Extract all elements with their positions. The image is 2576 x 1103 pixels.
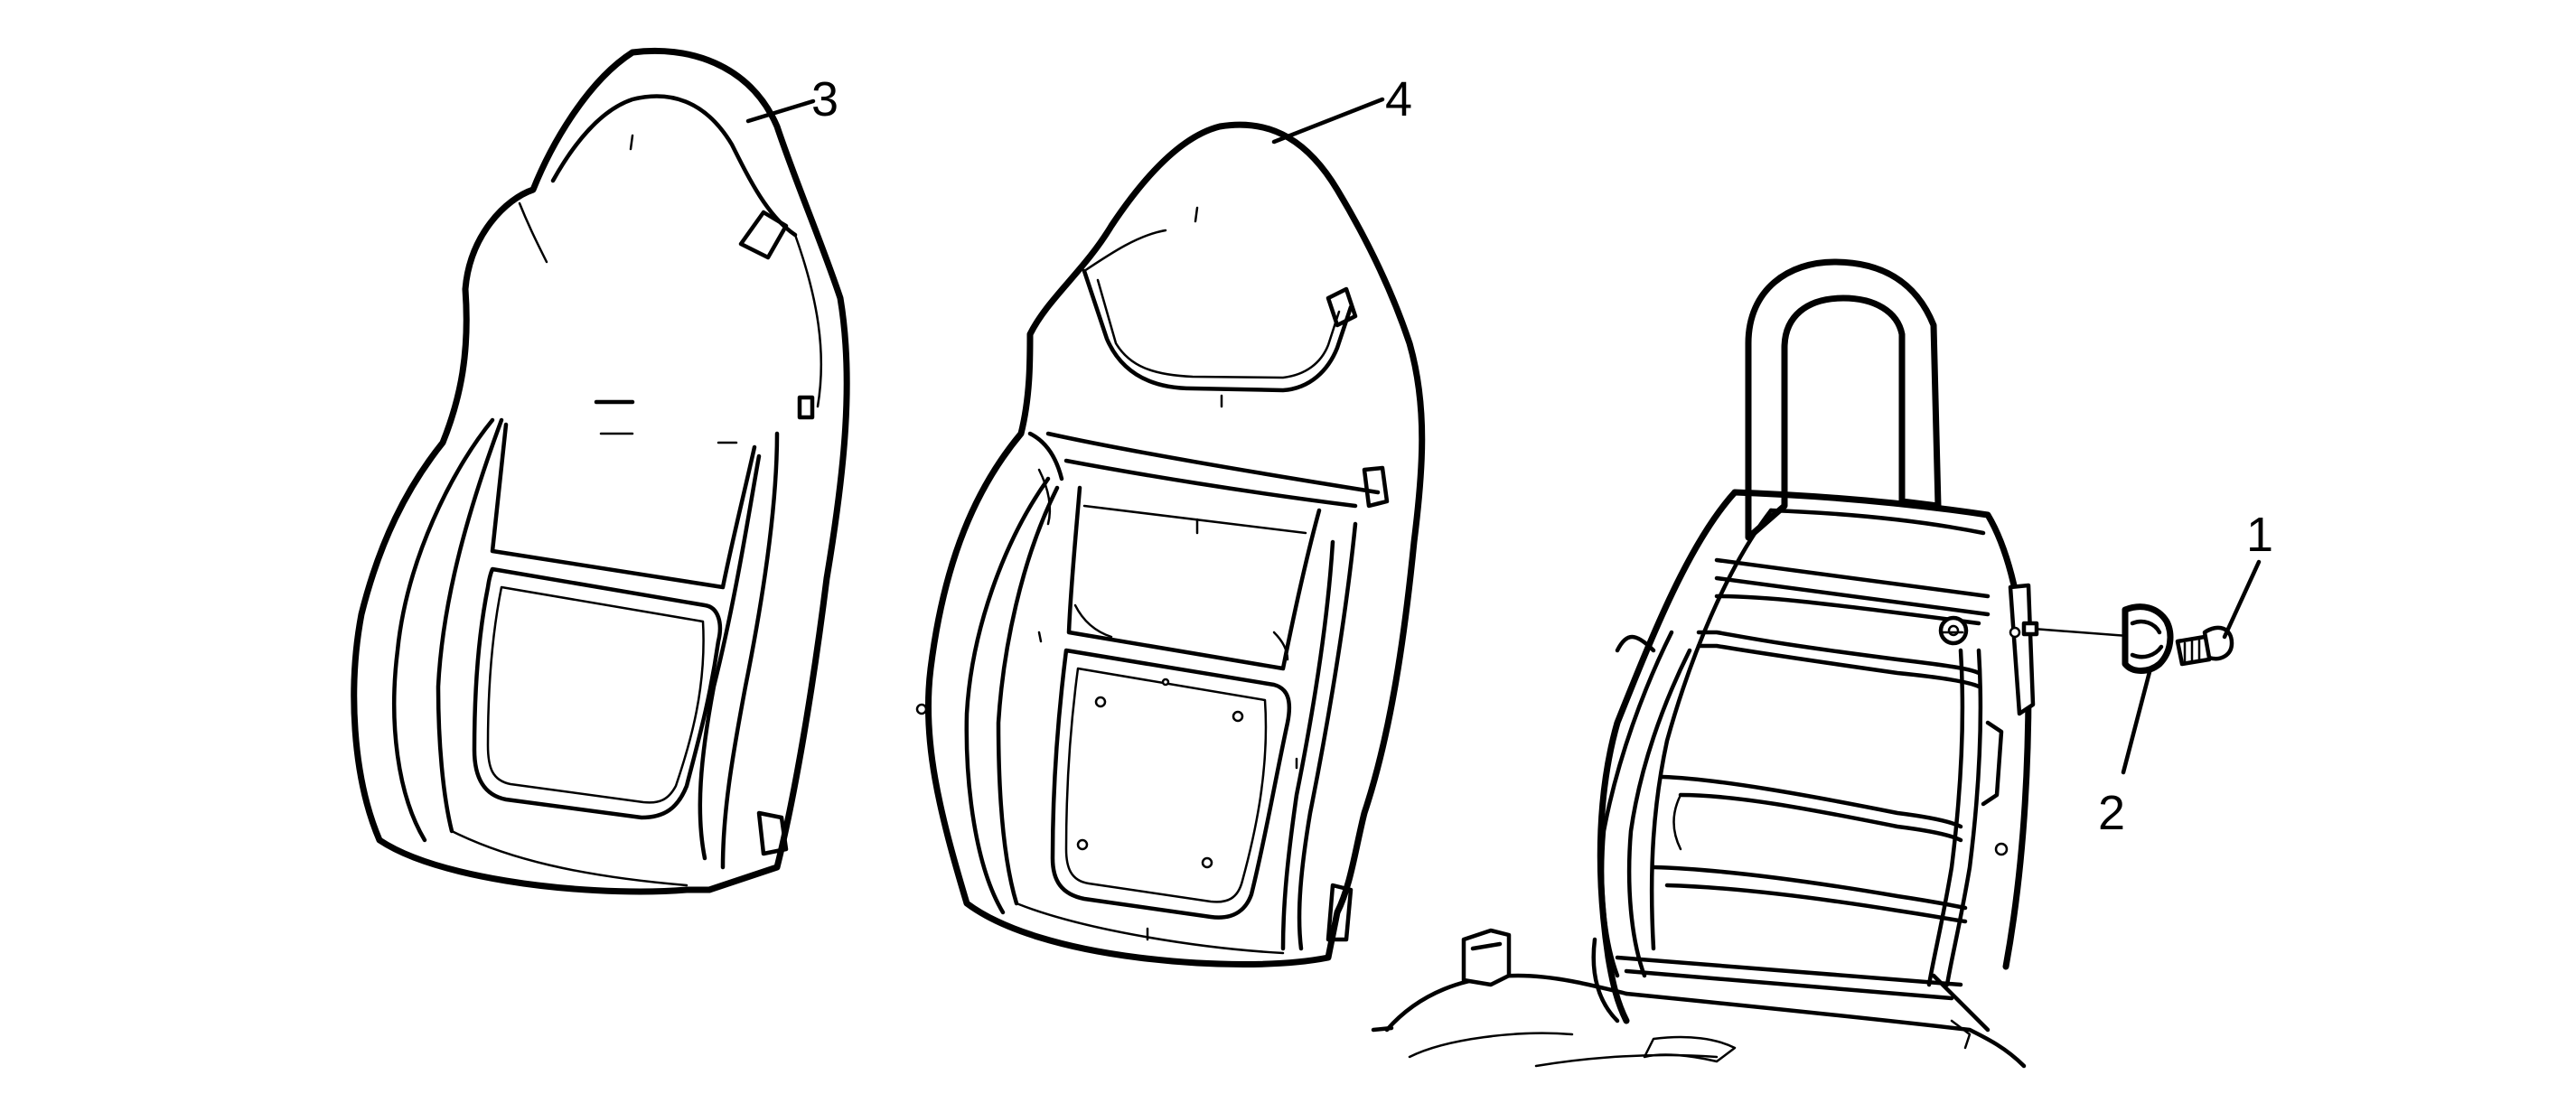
seat-back-pad-part-4 bbox=[915, 121, 1426, 967]
fastener-part-1 bbox=[2175, 625, 2234, 667]
recliner-handle-part-2 bbox=[2021, 603, 2174, 674]
callout-3: 3 bbox=[745, 72, 838, 126]
callout-label-3: 3 bbox=[811, 72, 838, 126]
seat-back-cover-part-3 bbox=[351, 47, 850, 895]
callout-label-1: 1 bbox=[2246, 508, 2273, 562]
callout-1: 1 bbox=[2222, 508, 2273, 640]
seat-frame bbox=[1371, 258, 2036, 1069]
callout-label-4: 4 bbox=[1385, 72, 1412, 126]
callout-label-2: 2 bbox=[2098, 786, 2125, 840]
callout-4: 4 bbox=[1271, 72, 1412, 145]
callout-2: 2 bbox=[2098, 666, 2153, 840]
